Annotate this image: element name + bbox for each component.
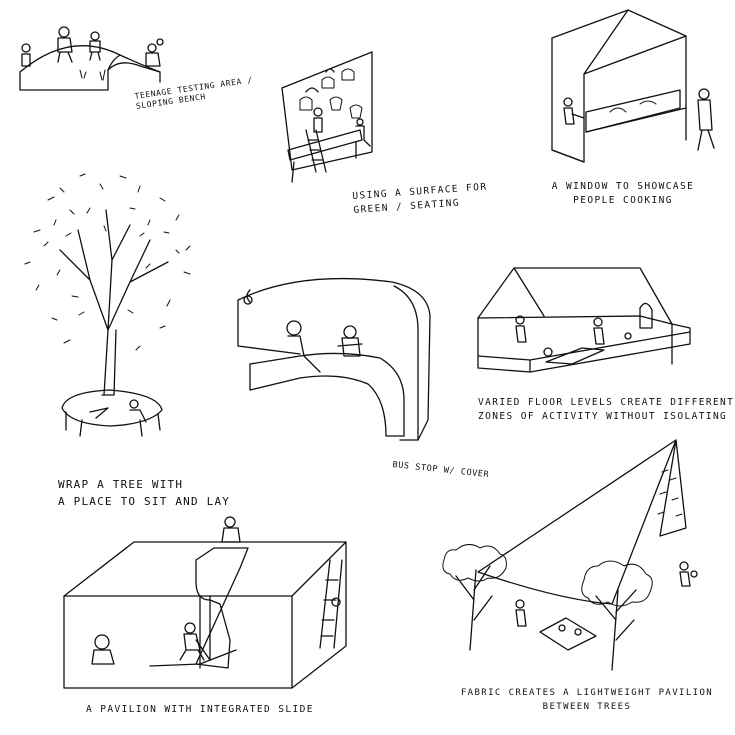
slide-pavilion-caption: A PAVILION WITH INTEGRATED SLIDE	[86, 703, 314, 717]
cooking-window-sketch	[552, 10, 714, 162]
floor-levels-caption: VARIED FLOOR LEVELS CREATE DIFFERENT ZON…	[478, 396, 734, 424]
fabric-caption-line-2: BETWEEN TREES	[542, 702, 632, 712]
tree-seating-caption: WRAP A TREE WITH A PLACE TO SIT AND LAY	[58, 476, 230, 510]
slide-pavilion-sketch	[64, 517, 346, 688]
tree-caption-line-1: WRAP A TREE WITH	[58, 478, 184, 491]
bus-stop-sketch	[238, 279, 430, 440]
fabric-pavilion-caption: FABRIC CREATES A LIGHTWEIGHT PAVILION BE…	[452, 686, 722, 714]
floor-levels-sketch	[478, 268, 690, 372]
cooking-window-caption: A WINDOW TO SHOWCASE PEOPLE COOKING	[548, 180, 698, 208]
levels-caption-line-1: VARIED FLOOR LEVELS CREATE DIFFERENT	[478, 397, 735, 408]
tree-caption-line-2: A PLACE TO SIT AND LAY	[58, 495, 231, 508]
sloping-bench-sketch	[20, 27, 163, 90]
window-caption-line-1: A WINDOW TO SHOWCASE	[551, 181, 695, 192]
window-caption-line-2: PEOPLE COOKING	[573, 195, 673, 206]
tree-seating-sketch	[25, 174, 190, 436]
green-wall-sketch	[282, 52, 372, 182]
slide-caption-line-1: A PAVILION WITH INTEGRATED SLIDE	[86, 704, 314, 715]
levels-caption-line-2: ZONES OF ACTIVITY WITHOUT ISOLATING	[478, 411, 728, 422]
fabric-caption-line-1: FABRIC CREATES A LIGHTWEIGHT PAVILION	[460, 688, 714, 698]
fabric-pavilion-sketch	[443, 440, 697, 670]
